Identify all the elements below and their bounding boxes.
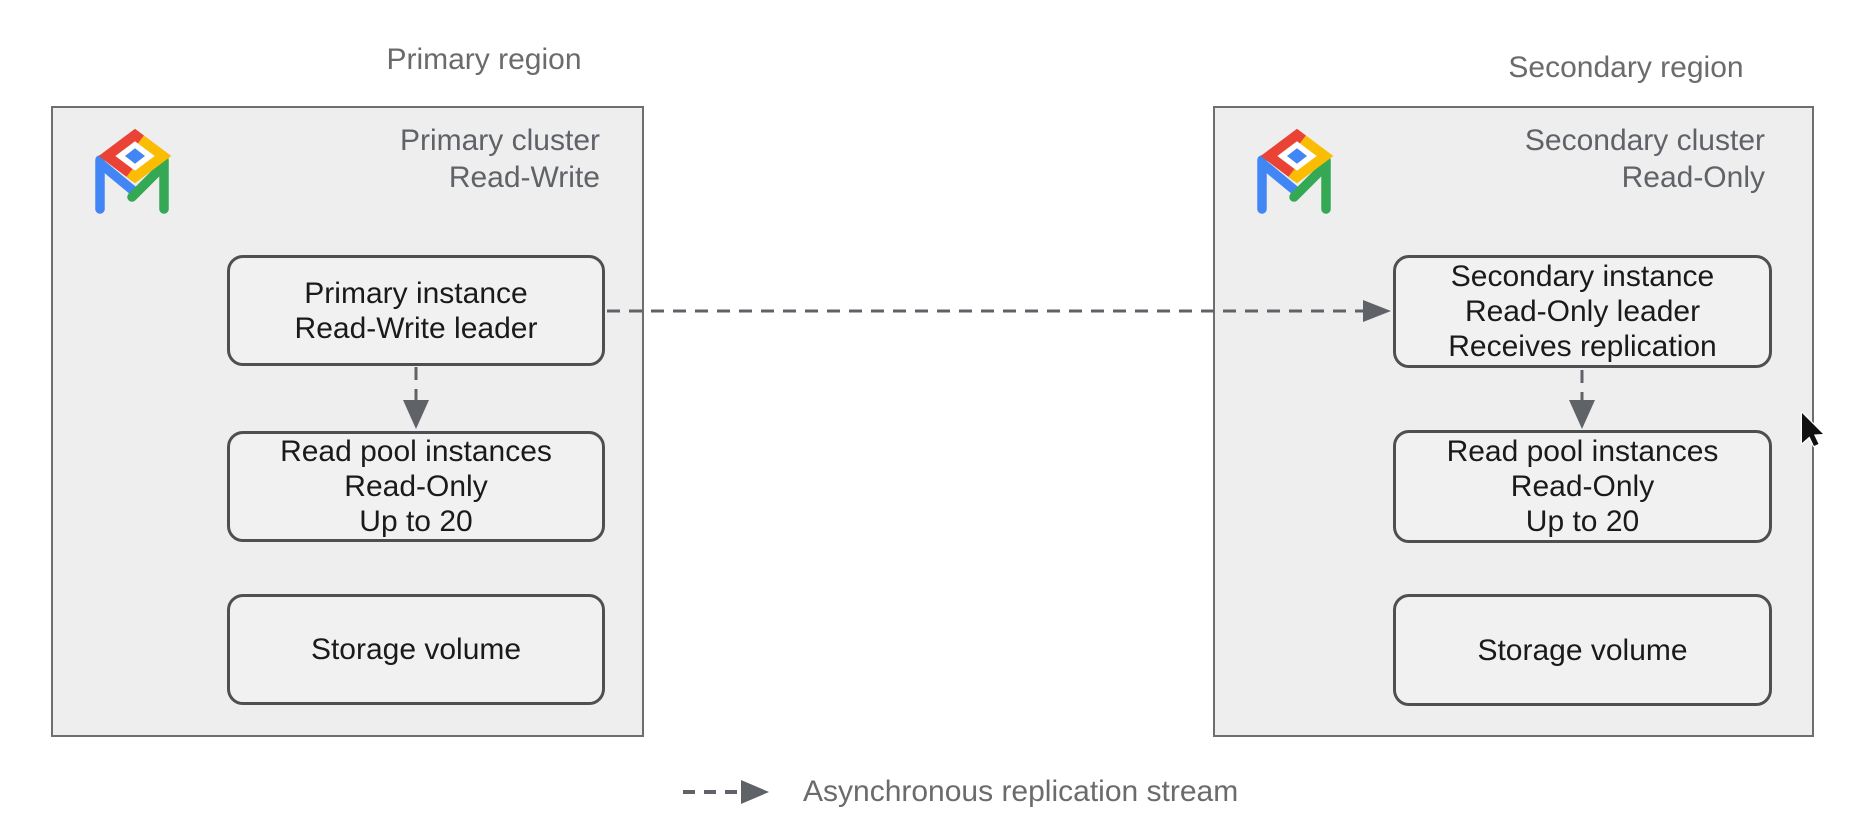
primary-read-pool-node: Read pool instances Read-Only Up to 20 [227, 431, 605, 542]
secondary-read-pool-line3: Up to 20 [1525, 505, 1640, 538]
alloydb-logo-icon [1257, 128, 1334, 214]
primary-instance-line1: Primary instance [304, 276, 528, 310]
secondary-read-pool-line1: Read pool instances [1446, 435, 1719, 468]
primary-instance-line2: Read-Write leader [294, 311, 538, 345]
secondary-cluster-title-line1: Secondary cluster [1524, 124, 1765, 157]
secondary-read-pool-line2: Read-Only [1510, 470, 1655, 503]
secondary-region-label: Secondary region [1508, 51, 1744, 84]
primary-cluster-title: Primary cluster Read-Write [270, 122, 600, 196]
legend-label: Asynchronous replication stream [803, 775, 1239, 808]
secondary-storage-label: Storage volume [1477, 633, 1688, 667]
secondary-instance-node: Secondary instance Read-Only leader Rece… [1393, 255, 1772, 368]
secondary-instance-line1: Secondary instance [1450, 260, 1715, 293]
legend-dashed-arrow-icon [683, 780, 769, 804]
primary-storage-label: Storage volume [310, 633, 522, 666]
secondary-read-pool-node: Read pool instances Read-Only Up to 20 [1393, 430, 1772, 543]
alloydb-logo-icon [95, 128, 172, 214]
primary-cluster-title-line2: Read-Write [448, 161, 600, 194]
secondary-storage-node: Storage volume [1393, 594, 1772, 706]
primary-instance-node: Primary instance Read-Write leader [227, 255, 605, 366]
secondary-cluster-title-line2: Read-Only [1621, 161, 1765, 194]
secondary-instance-line2: Read-Only leader [1464, 295, 1701, 328]
primary-storage-node: Storage volume [227, 594, 605, 705]
secondary-cluster-title: Secondary cluster Read-Only [1435, 122, 1765, 196]
primary-read-pool-line2: Read-Only [344, 470, 488, 503]
primary-read-pool-line1: Read pool instances [280, 435, 552, 468]
primary-cluster-title-line1: Primary cluster [399, 124, 600, 157]
primary-read-pool-line3: Up to 20 [359, 505, 473, 538]
secondary-instance-line3: Receives replication [1448, 330, 1717, 363]
primary-region-label: Primary region [386, 43, 582, 76]
